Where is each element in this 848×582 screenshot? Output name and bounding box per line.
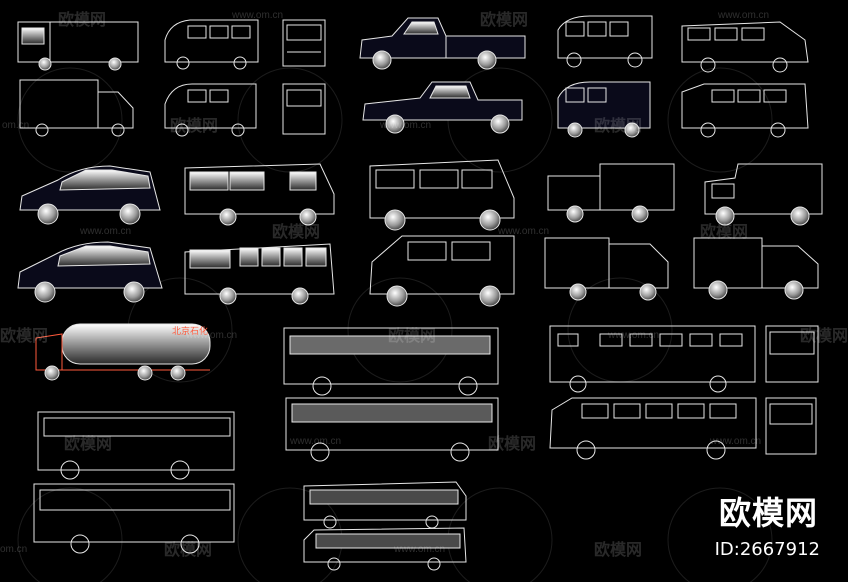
minibus-side-view-3	[184, 163, 335, 226]
van-side-view-4	[369, 235, 515, 307]
watermark-tile: 欧模网	[480, 10, 529, 29]
city-bus-side-view-1	[549, 325, 756, 393]
asset-id-label: ID:2667912	[714, 539, 820, 560]
box-truck-side-view-3	[693, 237, 819, 300]
delivery-van-side-view-1	[681, 21, 809, 73]
van-side-view	[164, 19, 259, 70]
watermark-url: www.om.cn	[718, 10, 770, 21]
bus-front-view-1	[765, 325, 819, 383]
watermark-url: www.om.cn	[608, 330, 660, 341]
delivery-van-side-view-2	[681, 83, 809, 138]
articulated-bus-side-view-2	[303, 527, 467, 571]
mpv-side-view-2	[17, 241, 163, 303]
watermark-tile: 欧模网	[64, 434, 113, 453]
coach-bus-side-view-2	[285, 397, 499, 462]
watermark-tile: 欧模网	[594, 540, 643, 559]
watermark-url: om.cn	[2, 120, 30, 131]
van-front-view-2	[282, 83, 326, 135]
watermark-url: www.om.cn	[290, 436, 342, 447]
city-bus-side-view-2	[37, 411, 235, 480]
box-truck-side-view	[19, 79, 134, 137]
watermark-url: www.om.cn	[232, 10, 284, 21]
watermark-url: www.om.cn	[394, 544, 446, 555]
watermark-tile: 欧模网	[800, 326, 848, 345]
double-cab-truck-side-view	[547, 163, 675, 223]
watermark-tile: 欧模网	[700, 222, 749, 241]
watermark-tile: 欧模网	[272, 222, 321, 241]
watermark-url: www.om.cn	[80, 226, 132, 237]
coach-bus-side-view-1	[283, 327, 499, 396]
watermark-tile: 欧模网	[170, 116, 219, 135]
watermark-url: www.om.cn	[710, 436, 762, 447]
watermark-tile: 欧模网	[0, 326, 49, 345]
tanker-label: 北京石化	[172, 325, 208, 337]
double-cab-truck-side-view-2	[544, 237, 669, 301]
watermark-url: www.om.cn	[186, 330, 238, 341]
box-truck-side-view-2	[704, 163, 823, 226]
pickup-truck-side-view-2	[362, 81, 523, 134]
van-side-view-2	[164, 83, 257, 137]
watermark-url: www.om.cn	[380, 120, 432, 131]
van-front-view	[282, 19, 326, 67]
watermark-url: www.om.cn	[498, 226, 550, 237]
city-bus-side-view-3	[33, 483, 235, 554]
minibus-side-view-2	[557, 81, 651, 138]
watermark-tile: 欧模网	[58, 10, 107, 29]
light-truck-front-view	[17, 21, 139, 71]
brand-watermark: 欧模网	[718, 494, 818, 532]
tanker-truck-side-view	[35, 323, 211, 381]
watermark-tile: 欧模网	[388, 326, 437, 345]
bus-rear-view	[765, 397, 817, 455]
watermark-tile: 欧模网	[594, 116, 643, 135]
watermark-tile: 欧模网	[488, 434, 537, 453]
coach-bus-side-view-3	[549, 397, 757, 460]
van-side-view-3	[369, 159, 515, 231]
minibus-side-view-1	[557, 15, 653, 68]
mpv-side-view-1	[19, 165, 161, 225]
articulated-bus-side-view-1	[303, 481, 467, 529]
watermark-url: om.cn	[0, 544, 28, 555]
watermark-tile: 欧模网	[164, 540, 213, 559]
minibus-side-view-4	[184, 243, 335, 305]
pickup-truck-side-view	[359, 17, 526, 70]
